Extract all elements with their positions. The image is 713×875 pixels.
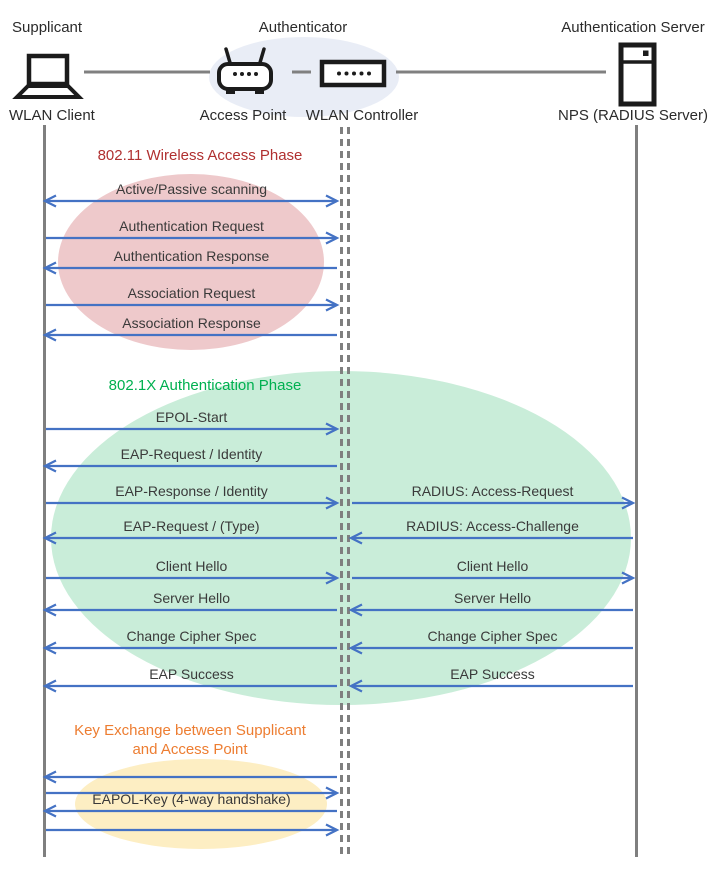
message-arrow <box>42 531 337 545</box>
message-arrow <box>46 231 340 245</box>
authenticator-group-ellipse <box>209 37 399 117</box>
actor-name-wlan-controller: WLAN Controller <box>305 107 419 124</box>
message-arrow <box>46 823 340 837</box>
message-arrow <box>352 496 636 510</box>
message-arrow <box>46 786 340 800</box>
message-label: EAP-Request / Identity <box>120 446 263 462</box>
message-label: Authentication Request <box>119 218 264 234</box>
message-arrow <box>42 603 337 617</box>
actor-name-access-point: Access Point <box>199 107 287 124</box>
message-label: EPOL-Start <box>155 409 228 425</box>
message-label: Change Cipher Spec <box>427 628 558 644</box>
message-arrows <box>42 194 636 837</box>
message-label: Client Hello <box>456 558 529 574</box>
message-label: Server Hello <box>453 590 532 606</box>
phase-title-wireless-access: 802.11 Wireless Access Phase <box>97 147 303 164</box>
message-label: EAP-Request / (Type) <box>123 518 260 534</box>
actor-role-supplicant: Supplicant <box>12 19 83 36</box>
message-arrow <box>42 679 337 693</box>
actor-role-authenticator: Authenticator <box>258 19 348 36</box>
actor-name-nps-server: NPS (RADIUS Server) <box>557 107 709 124</box>
phase-title-key-exchange: Key Exchange between Supplicant and Acce… <box>74 722 306 758</box>
message-label: Change Cipher Spec <box>126 628 257 644</box>
message-arrow <box>42 328 337 342</box>
message-arrow <box>42 770 337 784</box>
message-arrow <box>42 641 337 655</box>
message-arrow <box>42 459 337 473</box>
laptop-icon <box>12 53 84 99</box>
message-arrow <box>348 603 633 617</box>
message-arrow <box>42 261 337 275</box>
message-arrow <box>46 298 340 312</box>
message-label: Authentication Response <box>113 248 270 264</box>
phase-ellipse-key-exchange <box>75 759 327 849</box>
actor-role-auth-server: Authentication Server <box>561 19 705 36</box>
message-label: Active/Passive scanning <box>116 181 267 197</box>
message-label: Association Response <box>122 315 261 331</box>
server-icon <box>618 42 657 107</box>
message-label: RADIUS: Access-Request <box>411 483 574 499</box>
message-arrow <box>352 571 636 585</box>
access-point-icon <box>217 47 273 94</box>
message-label: Association Request <box>127 285 256 301</box>
message-arrow <box>46 422 340 436</box>
message-label: Server Hello <box>152 590 231 606</box>
message-label: EAP Success <box>450 666 535 682</box>
message-arrow <box>348 679 633 693</box>
message-arrow <box>42 804 337 818</box>
message-label: EAPOL-Key (4-way handshake) <box>92 791 291 807</box>
message-arrow <box>348 641 633 655</box>
message-label: Client Hello <box>155 558 228 574</box>
wlan-controller-icon <box>319 59 387 88</box>
message-label: EAP Success <box>149 666 234 682</box>
message-arrow <box>42 194 340 208</box>
message-arrow <box>46 496 340 510</box>
message-arrow <box>348 531 633 545</box>
actor-name-wlan-client: WLAN Client <box>9 107 95 124</box>
phase-title-authentication: 802.1X Authentication Phase <box>108 377 302 394</box>
message-label: RADIUS: Access-Challenge <box>406 518 579 534</box>
message-label: EAP-Response / Identity <box>115 483 268 499</box>
message-arrow <box>46 571 340 585</box>
lifelines <box>43 125 638 857</box>
